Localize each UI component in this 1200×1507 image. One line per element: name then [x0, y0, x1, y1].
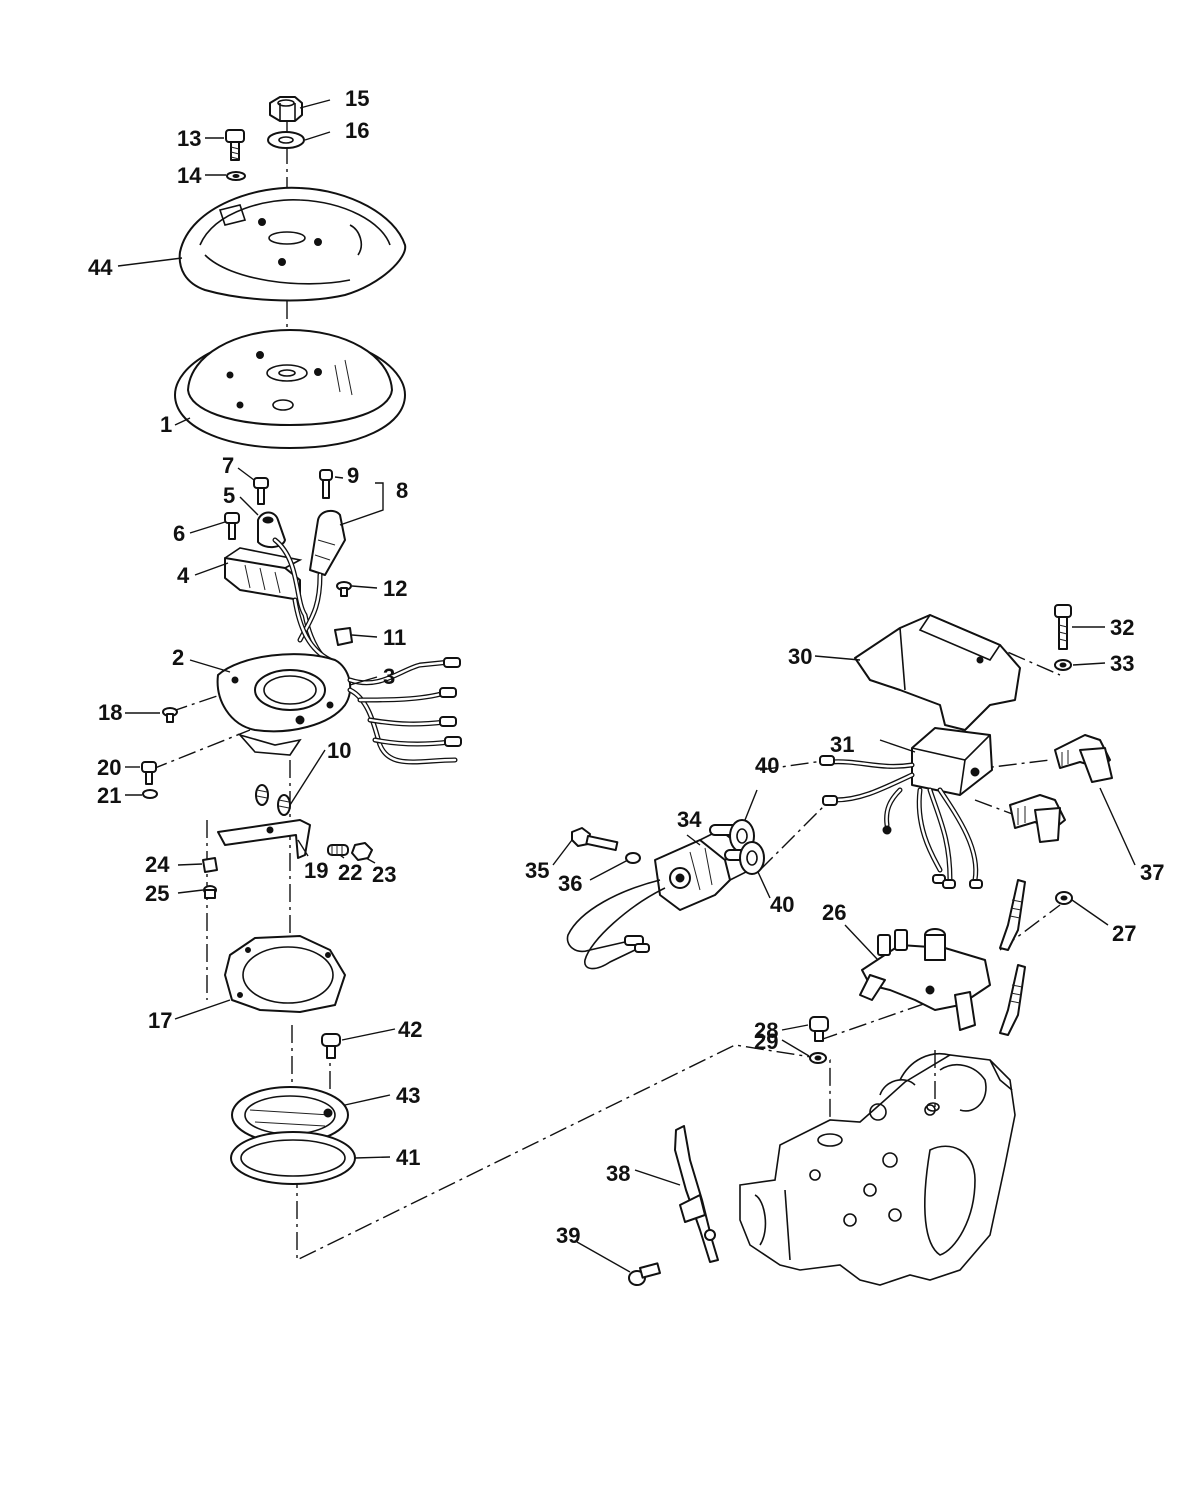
label-37: 37 — [1140, 860, 1164, 885]
coil-cover — [854, 614, 1021, 731]
nut-27 — [1055, 891, 1073, 905]
washer-33 — [1054, 659, 1072, 671]
label-17: 17 — [148, 1008, 172, 1033]
label-4: 4 — [177, 563, 190, 588]
screw-35 — [571, 827, 619, 852]
label-10: 10 — [327, 738, 351, 763]
label-42: 42 — [398, 1017, 422, 1042]
seal-ring — [230, 1131, 356, 1185]
label-27: 27 — [1112, 921, 1136, 946]
screw-32 — [1054, 604, 1072, 650]
label-3: 3 — [383, 664, 395, 689]
switch-box-wires — [819, 755, 983, 889]
coil-leads — [566, 879, 666, 970]
gasket — [224, 935, 346, 1013]
label-8: 8 — [396, 478, 408, 503]
screw-20 — [141, 761, 157, 785]
ignition-coil — [654, 829, 751, 911]
label-39: 39 — [556, 1223, 580, 1248]
label-33: 33 — [1110, 651, 1134, 676]
label-32: 32 — [1110, 615, 1134, 640]
screw-42 — [321, 1033, 341, 1059]
label-43: 43 — [396, 1083, 420, 1108]
label-35: 35 — [525, 858, 549, 883]
spark-plug-upper — [999, 879, 1026, 951]
washer-36 — [625, 852, 641, 864]
flywheel-nut — [269, 96, 303, 122]
clip-24 — [202, 857, 218, 873]
label-5: 5 — [223, 483, 235, 508]
leader-lines — [117, 99, 1136, 1273]
label-6: 6 — [173, 521, 185, 546]
screw-28 — [809, 1016, 829, 1042]
powerhead-block — [739, 1053, 1016, 1286]
label-20: 20 — [97, 755, 121, 780]
label-29: 29 — [754, 1029, 778, 1054]
label-34: 34 — [677, 807, 702, 832]
nut-23 — [351, 842, 373, 861]
label-24: 24 — [145, 852, 170, 877]
label-41: 41 — [396, 1145, 420, 1170]
label-30: 30 — [788, 644, 812, 669]
screw-39 — [628, 1262, 661, 1286]
label-40-upper: 40 — [755, 753, 779, 778]
screw-18 — [162, 707, 178, 723]
flywheel-cover — [178, 186, 407, 302]
cover-washer — [226, 171, 246, 181]
label-16: 16 — [345, 118, 369, 143]
flywheel-washer — [267, 131, 305, 149]
trigger-plate — [216, 653, 352, 756]
label-15: 15 — [345, 86, 369, 111]
label-13: 13 — [177, 126, 201, 151]
throttle-cam-19 — [217, 819, 311, 859]
label-38: 38 — [606, 1161, 630, 1186]
cover-screw — [225, 129, 245, 161]
label-25: 25 — [145, 881, 169, 906]
part-labels: 15 16 13 14 44 1 7 9 8 5 6 4 12 11 2 3 1… — [88, 86, 1164, 1248]
label-36: 36 — [558, 871, 582, 896]
label-19: 19 — [304, 858, 328, 883]
label-21: 21 — [97, 783, 121, 808]
trigger-assembly — [224, 477, 286, 548]
label-11: 11 — [383, 625, 406, 650]
label-7: 7 — [222, 453, 234, 478]
springs-10 — [255, 784, 291, 816]
label-31: 31 — [830, 732, 854, 757]
switch-box — [911, 727, 993, 796]
spark-plug-boot-lower — [1009, 794, 1066, 843]
throttle-lever — [674, 1125, 719, 1263]
trigger-plate-leads — [347, 657, 462, 765]
label-18: 18 — [98, 700, 122, 725]
spark-plug-lower — [999, 964, 1026, 1036]
label-23: 23 — [372, 862, 396, 887]
clip-11 — [334, 627, 353, 646]
screw-12 — [336, 581, 352, 597]
coil-grommet-lower — [724, 841, 765, 875]
label-22: 22 — [338, 860, 362, 885]
label-12: 12 — [383, 576, 407, 601]
label-2: 2 — [172, 645, 184, 670]
mounting-bracket — [859, 928, 991, 1031]
washer-29 — [809, 1052, 827, 1064]
nut-25 — [203, 885, 217, 899]
ignition-coil-stator — [224, 547, 303, 601]
label-44: 44 — [88, 255, 113, 280]
label-26: 26 — [822, 900, 846, 925]
label-28: 28 — [754, 1018, 778, 1043]
label-14: 14 — [177, 163, 202, 188]
spring-22 — [327, 844, 349, 856]
label-9: 9 — [347, 463, 359, 488]
charging-coil — [309, 469, 346, 576]
washer-21 — [142, 789, 158, 799]
spark-plug-boot-upper — [1054, 734, 1113, 783]
label-40-lower: 40 — [770, 892, 794, 917]
label-1: 1 — [160, 412, 172, 437]
flywheel — [174, 329, 406, 449]
